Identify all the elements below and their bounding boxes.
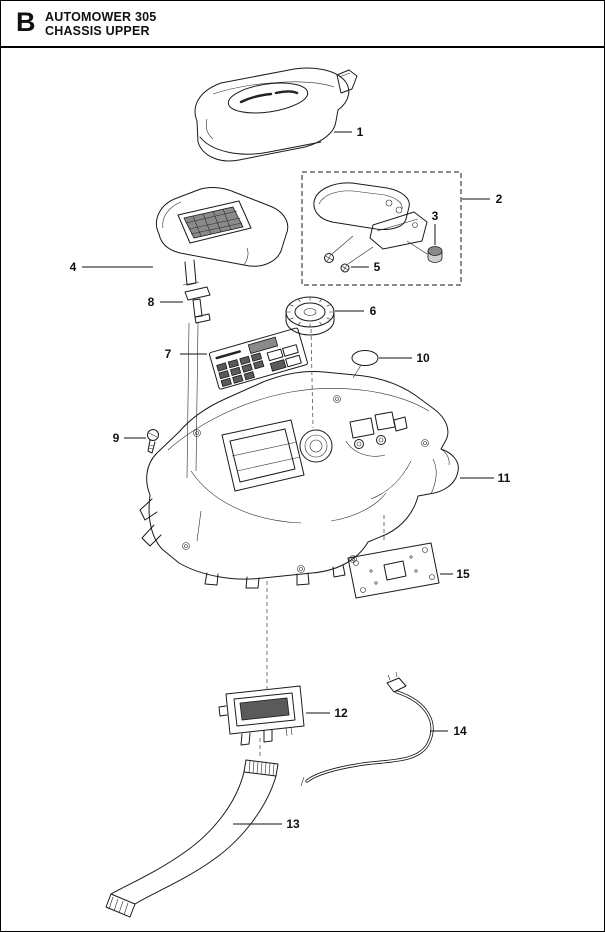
model-title: AUTOMOWER 305 — [45, 10, 157, 24]
part-11-chassis-body — [139, 371, 459, 589]
part-10-seal — [351, 350, 379, 379]
part-6-knob — [285, 296, 335, 336]
part-label-1: 1 — [356, 125, 364, 139]
part-4-cover-front — [155, 187, 289, 286]
part-12-display-module — [218, 685, 305, 746]
section-letter: B — [16, 7, 36, 37]
part-label-13: 13 — [286, 817, 300, 831]
part-7-keypad — [208, 327, 308, 390]
part-label-9: 9 — [112, 431, 120, 445]
part-label-7: 7 — [164, 347, 172, 361]
part-3-plug — [406, 240, 443, 263]
part-label-11: 11 — [497, 471, 511, 485]
part-label-5: 5 — [373, 260, 381, 274]
part-14-wire-harness — [300, 671, 434, 787]
part-1-top-cover — [194, 67, 358, 162]
leader-lines — [82, 131, 494, 825]
part-13-ribbon-cable — [105, 759, 279, 918]
part-15-circuit-board — [347, 542, 440, 599]
part-label-10: 10 — [416, 351, 430, 365]
part-label-12: 12 — [334, 706, 348, 720]
part-9-screw — [147, 429, 159, 454]
title-block: B AUTOMOWER 305 CHASSIS UPPER — [1, 1, 604, 47]
part-label-6: 6 — [369, 304, 377, 318]
assembly-axis-lines — [186, 322, 385, 758]
part-label-14: 14 — [453, 724, 467, 738]
section-title: CHASSIS UPPER — [45, 24, 150, 38]
part-label-15: 15 — [456, 567, 470, 581]
exploded-view-diagram: 1 2 3 4 5 6 7 8 9 10 11 12 13 14 15 — [1, 47, 604, 931]
part-label-2: 2 — [495, 192, 503, 206]
part-label-8: 8 — [147, 295, 155, 309]
part-5-screws — [324, 235, 374, 273]
husqvarna-logo-badge — [227, 82, 309, 114]
header-divider — [1, 46, 604, 48]
part-2-hatch-cover — [301, 171, 462, 286]
part-8-clip — [184, 286, 211, 324]
part-label-3: 3 — [431, 209, 439, 223]
part-label-4: 4 — [69, 260, 77, 274]
